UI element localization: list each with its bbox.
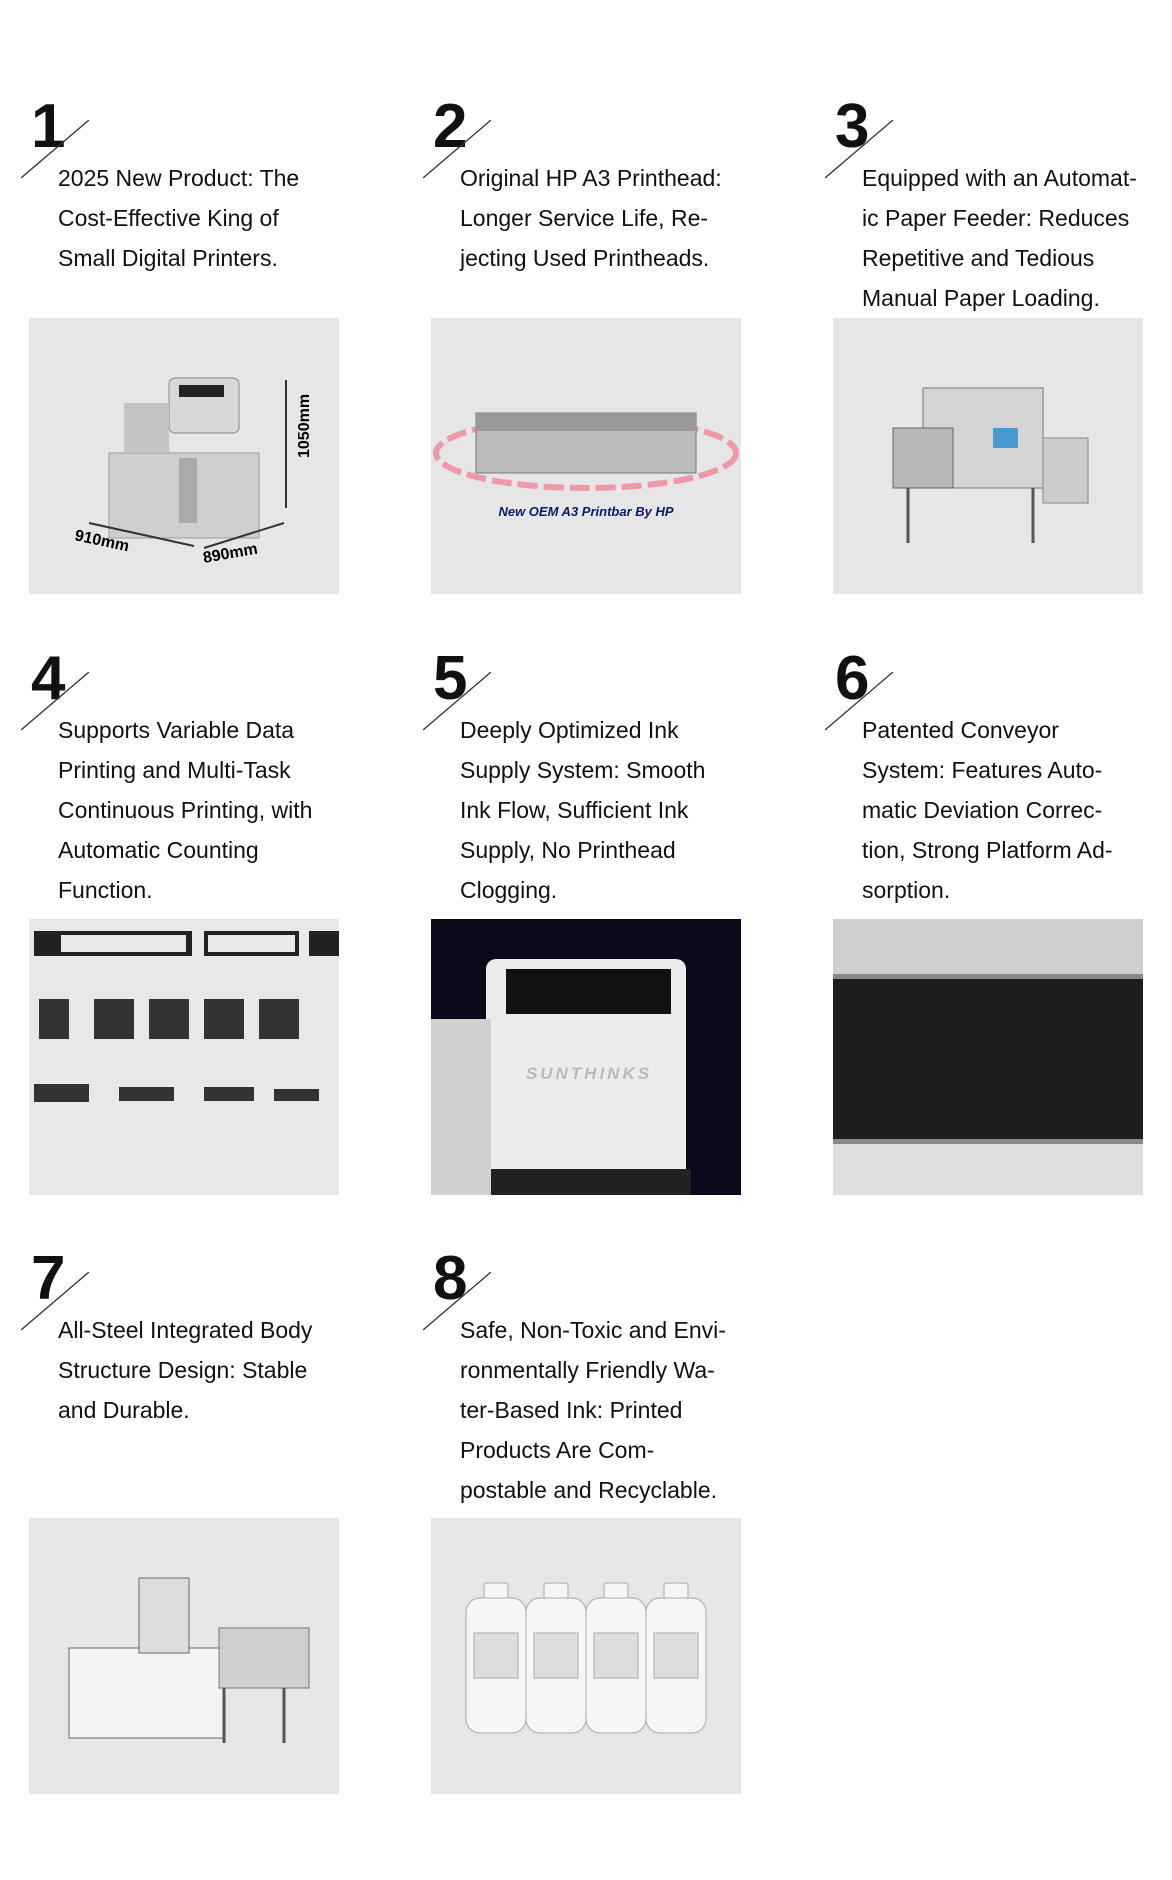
description-line: ter-Based Ink: Printed xyxy=(460,1397,683,1423)
description-line: Printing and Multi-Task xyxy=(58,757,291,783)
description-line: Supply, No Printhead xyxy=(460,837,676,863)
description-line: Supports Variable Data xyxy=(58,717,295,743)
description-line: ronmentally Friendly Wa- xyxy=(460,1357,715,1383)
description-line: jecting Used Printheads. xyxy=(460,245,710,271)
feature-number: 3 xyxy=(835,92,870,161)
description-line: Cost-Effective King of xyxy=(58,205,279,231)
feature-number: 2 xyxy=(433,92,468,161)
slash-divider-icon xyxy=(21,1272,90,1331)
slash-divider-icon xyxy=(825,672,894,731)
description-line: Patented Conveyor xyxy=(862,717,1059,743)
description-line: Small Digital Printers. xyxy=(58,245,278,271)
feature-image: SUNTHINKS xyxy=(431,919,741,1195)
depth-dimension-label: 890mm xyxy=(202,541,259,567)
feature-image xyxy=(833,318,1143,594)
description-line: sorption. xyxy=(862,877,951,903)
description-line: matic Deviation Correc- xyxy=(862,797,1103,823)
feature-description: Equipped with an Automat-ic Paper Feeder… xyxy=(862,158,1137,318)
description-line: ic Paper Feeder: Reduces xyxy=(862,205,1130,231)
description-line: Products Are Com- xyxy=(460,1437,655,1463)
feature-description: Safe, Non-Toxic and Envi-ronmentally Fri… xyxy=(460,1310,726,1510)
slash-divider-icon xyxy=(423,1272,492,1331)
feature-image xyxy=(29,919,339,1195)
slash-divider-icon xyxy=(21,672,90,731)
feature-number: 6 xyxy=(835,644,870,713)
description-line: Equipped with an Automat- xyxy=(862,165,1137,191)
description-line: Ink Flow, Sufficient Ink xyxy=(460,797,689,823)
feature-number: 1 xyxy=(31,92,66,161)
description-line: tion, Strong Platform Ad- xyxy=(862,837,1113,863)
description-line: Automatic Counting xyxy=(58,837,259,863)
height-dimension-label: 1050mm xyxy=(296,394,313,458)
feature-image: New OEM A3 Printbar By HP xyxy=(431,318,741,594)
feature-image: 1050mm 910mm 890mm xyxy=(29,318,339,594)
slash-divider-icon xyxy=(423,120,492,179)
feature-number: 5 xyxy=(433,644,468,713)
slash-divider-icon xyxy=(825,120,894,179)
description-line: Safe, Non-Toxic and Envi- xyxy=(460,1317,726,1343)
description-line: System: Features Auto- xyxy=(862,757,1103,783)
slash-divider-icon xyxy=(423,672,492,731)
description-line: 2025 New Product: The xyxy=(58,165,300,191)
description-line: Deeply Optimized Ink xyxy=(460,717,679,743)
feature-image xyxy=(833,919,1143,1195)
description-line: Repetitive and Tedious xyxy=(862,245,1095,271)
description-line: and Durable. xyxy=(58,1397,190,1423)
description-line: Structure Design: Stable xyxy=(58,1357,308,1383)
feature-number: 7 xyxy=(31,1244,66,1313)
slash-divider-icon xyxy=(21,120,90,179)
feature-number: 4 xyxy=(31,644,66,713)
brand-label: SUNTHINKS xyxy=(526,1064,652,1083)
description-line: All-Steel Integrated Body xyxy=(58,1317,313,1343)
description-line: Function. xyxy=(58,877,153,903)
feature-image xyxy=(431,1518,741,1794)
description-line: Longer Service Life, Re- xyxy=(460,205,709,231)
feature-description: Original HP A3 Printhead: Longer Service … xyxy=(460,158,722,278)
feature-number: 8 xyxy=(433,1244,468,1313)
description-line: Original HP A3 Printhead: xyxy=(460,165,722,191)
description-line: Clogging. xyxy=(460,877,558,903)
printbar-caption: New OEM A3 Printbar By HP xyxy=(498,504,673,519)
feature-image xyxy=(29,1518,339,1794)
description-line: postable and Recyclable. xyxy=(460,1477,717,1503)
description-line: Manual Paper Loading. xyxy=(862,285,1100,311)
description-line: Supply System: Smooth xyxy=(460,757,706,783)
description-line: Continuous Printing, with xyxy=(58,797,313,823)
